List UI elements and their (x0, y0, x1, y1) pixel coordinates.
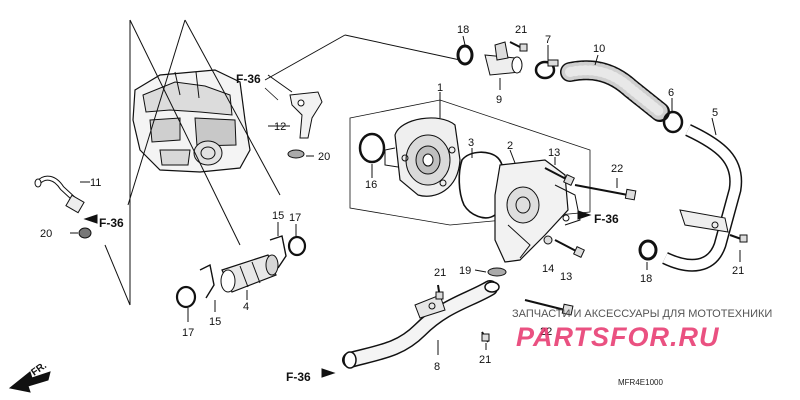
watermark-logo: PARTSFOR.RU (516, 322, 720, 352)
part-4-connecting-pipe (220, 254, 279, 300)
watermark: ЗАПЧАСТИ И АКСЕССУАРЫ ДЛЯ МОТОТЕХНИКИ PA… (512, 308, 772, 352)
part-20-oring-left (78, 227, 92, 239)
reference-f36-right: F-36 (594, 212, 619, 226)
callout-22-upper: 22 (611, 163, 623, 175)
part-12-fitting (267, 74, 323, 139)
cross-references: F-36 F-36 F-36 F-36 (99, 72, 619, 384)
callout-5: 5 (712, 107, 718, 119)
callout-8: 8 (434, 361, 440, 373)
callout-21-bottom: 21 (479, 354, 491, 366)
callout-13-lower: 13 (560, 271, 572, 283)
callout-19: 19 (459, 265, 471, 277)
part-9-fitting (484, 41, 523, 90)
reference-f36-top: F-36 (236, 72, 261, 86)
callout-4: 4 (243, 301, 249, 313)
reference-f36-bottom: F-36 (286, 370, 311, 384)
callout-17-lower: 17 (182, 327, 194, 339)
diagram-code: MFR4E1000 (618, 378, 663, 387)
part-1-water-pump (384, 117, 461, 197)
callout-10: 10 (593, 43, 605, 55)
callout-labels: 1 2 3 4 5 6 7 8 9 10 11 12 13 13 14 15 1… (40, 24, 744, 373)
callout-21-lower-left: 21 (434, 267, 446, 279)
part-5-water-pipe (662, 117, 743, 272)
callout-14: 14 (542, 263, 554, 275)
callout-20-upper: 20 (318, 151, 330, 163)
callout-6: 6 (668, 87, 674, 99)
callout-17-upper: 17 (289, 212, 301, 224)
front-direction-arrow (8, 371, 51, 393)
callout-1: 1 (437, 82, 443, 94)
callout-15-lower: 15 (209, 316, 221, 328)
callout-13-upper: 13 (548, 147, 560, 159)
callout-2: 2 (507, 140, 513, 152)
callout-18-lower: 18 (640, 273, 652, 285)
callout-18-upper: 18 (457, 24, 469, 36)
callout-21-right: 21 (732, 265, 744, 277)
watermark-tagline: ЗАПЧАСТИ И АКСЕССУАРЫ ДЛЯ МОТОТЕХНИКИ (512, 308, 772, 320)
part-11-bypass-pipe (34, 175, 90, 214)
callout-15-upper: 15 (272, 210, 284, 222)
watermark-logo-parts: PARTS (516, 322, 610, 352)
part-2-pump-cover (494, 159, 581, 263)
callout-20-left: 20 (40, 228, 52, 240)
callout-12: 12 (274, 121, 286, 133)
part-10-hose (560, 54, 670, 122)
callout-22-lower: 22 (540, 326, 552, 338)
callout-16: 16 (365, 179, 377, 191)
callout-11: 11 (90, 177, 101, 189)
part-8-lower-pipe (342, 280, 500, 369)
callout-3: 3 (468, 137, 474, 149)
watermark-logo-for-ru: FOR.RU (610, 322, 720, 352)
engine-illustration (132, 69, 251, 173)
callout-21-top: 21 (515, 24, 527, 36)
reference-f36-left: F-36 (99, 216, 124, 230)
callout-9: 9 (496, 94, 502, 106)
callout-7: 7 (545, 34, 551, 46)
